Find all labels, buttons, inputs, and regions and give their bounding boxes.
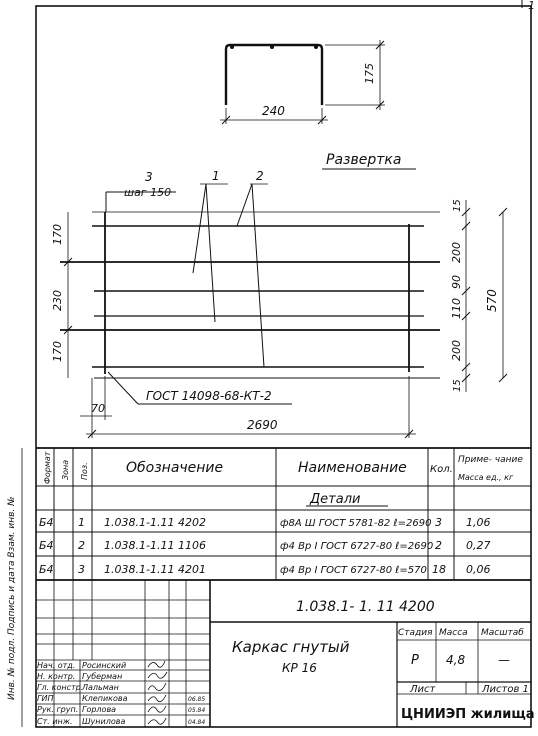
callout-1: 1 <box>212 169 220 183</box>
scale-label: Масштаб <box>481 628 524 638</box>
signer-row: Гл. констр. Лальман <box>37 682 167 692</box>
signer-row: Нач. отд. Росинский <box>37 660 166 670</box>
signer-row: Ст. инж. Шунилова 04.84 <box>37 717 205 726</box>
col-mass: Масса ед., кг <box>458 473 514 482</box>
svg-text:Б4: Б4 <box>39 563 54 576</box>
svg-text:Н. контр.: Н. контр. <box>37 672 75 681</box>
spec-row: Б4 3 1.038.1-1.11 4201 ф4 Вр I ГОСТ 6727… <box>39 563 491 576</box>
sheet-label: Лист <box>409 684 437 695</box>
col-note: Приме- чание <box>458 455 523 465</box>
left-dim-1: 170 <box>51 224 64 245</box>
svg-text:Нач. отд.: Нач. отд. <box>37 661 75 670</box>
left-dim-3: 170 <box>51 341 64 362</box>
svg-text:05.84: 05.84 <box>188 707 205 714</box>
sidebar-stamp: Инв. № подл. Подпись и дата Взам. инв. № <box>7 497 17 700</box>
left-dim-2: 230 <box>51 290 64 311</box>
signer-row: Рук. груп. Горлова 05.84 <box>37 705 205 714</box>
svg-text:06.85: 06.85 <box>188 696 205 703</box>
sheet-frame <box>35 5 532 728</box>
svg-text:04.84: 04.84 <box>188 719 205 726</box>
drawing-title: Каркас гнутый <box>232 638 350 656</box>
svg-text:3: 3 <box>78 563 85 576</box>
col-qty: Кол. <box>430 464 453 475</box>
drawing-subtitle: КР 16 <box>282 661 317 675</box>
section-details: Детали <box>309 492 360 507</box>
svg-text:3: 3 <box>435 516 442 529</box>
svg-text:Ст. инж.: Ст. инж. <box>37 717 73 726</box>
signer-row: ГИП Клепикова 06.85 <box>37 694 205 703</box>
col-designation: Обозначение <box>126 460 223 476</box>
svg-text:2: 2 <box>78 539 85 552</box>
spec-row: Б4 1 1.038.1-1.11 4202 ф8А Ш ГОСТ 5781-8… <box>39 516 491 529</box>
weld-note: ГОСТ 14098-68-КТ-2 <box>146 389 272 403</box>
right-dim-5: 200 <box>450 340 463 361</box>
right-dim-4: 110 <box>450 298 463 319</box>
callout-2: 2 <box>256 169 264 183</box>
right-dim-3: 90 <box>450 275 463 289</box>
document-code: 1.038.1- 1. 11 4200 <box>296 599 435 615</box>
length-dim: 2690 <box>247 418 278 432</box>
development-title: Развертка <box>326 152 401 168</box>
svg-text:0,06: 0,06 <box>466 563 491 576</box>
svg-text:Клепикова: Клепикова <box>82 694 128 703</box>
svg-text:ф8А Ш ГОСТ 5781-82 ℓ=2690: ф8А Ш ГОСТ 5781-82 ℓ=2690 <box>280 518 431 529</box>
svg-text:1.038.1-1.11 1106: 1.038.1-1.11 1106 <box>104 539 206 552</box>
stage-label: Стадия <box>398 628 433 638</box>
svg-text:Б4: Б4 <box>39 516 54 529</box>
svg-text:Гл. констр.: Гл. констр. <box>37 683 83 692</box>
svg-text:Шунилова: Шунилова <box>82 717 125 726</box>
offset-dim: 70 <box>91 402 105 415</box>
title-block-grid <box>36 580 531 727</box>
sheets-label: Листов 1 <box>481 684 529 695</box>
svg-text:1.038.1-1.11 4201: 1.038.1-1.11 4201 <box>104 563 206 576</box>
total-right-dim: 570 <box>485 289 499 312</box>
svg-text:Губерман: Губерман <box>82 672 122 681</box>
stage-value: Р <box>411 653 419 668</box>
svg-text:Б4: Б4 <box>39 539 54 552</box>
col-format: Формат <box>43 451 52 484</box>
svg-text:1: 1 <box>78 516 85 529</box>
svg-text:Лальман: Лальман <box>81 683 119 692</box>
svg-text:ф4 Вр I ГОСТ 6727-80 ℓ=570: ф4 Вр I ГОСТ 6727-80 ℓ=570 <box>280 565 427 576</box>
mass-value: 4,8 <box>446 653 465 667</box>
spec-table <box>36 447 531 581</box>
svg-text:Горлова: Горлова <box>82 705 116 714</box>
profile-view: 240 175 <box>220 40 385 125</box>
organization: ЦНИИЭП жилища <box>401 707 534 722</box>
svg-text:18: 18 <box>432 563 446 576</box>
svg-text:ГИП: ГИП <box>37 694 53 703</box>
col-zone: Зона <box>61 460 70 480</box>
development-view: 3 шаг 150 1 2 170 230 170 15 200 90 110 … <box>51 169 508 439</box>
profile-width-dim: 240 <box>262 104 285 118</box>
profile-height-dim: 175 <box>363 63 376 84</box>
col-pos: Поз. <box>80 462 89 480</box>
right-dim-6: 15 <box>452 379 463 392</box>
right-dim-1: 15 <box>452 199 463 212</box>
signer-row: Н. контр. Губерман <box>37 671 168 681</box>
scale-value: — <box>498 653 510 667</box>
svg-text:0,27: 0,27 <box>466 539 491 552</box>
svg-text:1.038.1-1.11 4202: 1.038.1-1.11 4202 <box>104 516 206 529</box>
svg-text:2: 2 <box>435 539 442 552</box>
mass-label: Масса <box>439 628 468 638</box>
col-name: Наименование <box>298 460 407 476</box>
svg-text:1,06: 1,06 <box>466 516 491 529</box>
callout-3: 3 <box>145 170 153 184</box>
right-dim-2: 200 <box>450 242 463 263</box>
step-label: шаг 150 <box>124 186 171 199</box>
svg-text:Росинский: Росинский <box>82 661 126 670</box>
svg-text:ф4 Вр I ГОСТ 6727-80 ℓ=2690: ф4 Вр I ГОСТ 6727-80 ℓ=2690 <box>280 541 433 552</box>
spec-row: Б4 2 1.038.1-1.11 1106 ф4 Вр I ГОСТ 6727… <box>39 539 491 552</box>
svg-text:Рук. груп.: Рук. груп. <box>37 705 78 714</box>
